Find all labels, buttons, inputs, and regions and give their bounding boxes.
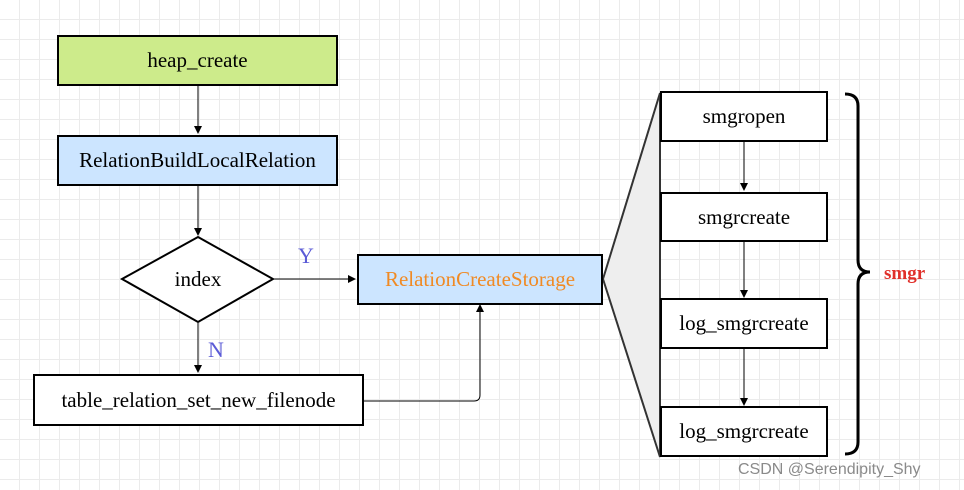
heap-create-label: heap_create (147, 48, 248, 72)
smgrcreate-label: smgrcreate (697, 204, 791, 229)
heap-create-node: heap_create (57, 35, 338, 86)
edge-filenode-to-storage (364, 304, 484, 402)
relation-build-local-relation-label: RelationBuildLocalRelation (79, 148, 316, 172)
log-smgrcreate-label-2: log_smgrcreate (679, 419, 809, 443)
relation-build-local-relation-node: RelationBuildLocalRelation (57, 135, 338, 186)
index-decision-label: index (148, 264, 248, 294)
log-smgrcreate-node-1: log_smgrcreate (660, 298, 828, 349)
expansion-wedge (601, 92, 661, 458)
relation-create-storage-label: RelationCreateStorage (384, 267, 576, 291)
smgropen-label: smgropen (702, 104, 786, 128)
yes-edge-label: Y (298, 243, 314, 268)
log-smgrcreate-node-2: log_smgrcreate (660, 406, 828, 457)
watermark: CSDN @Serendipity_Shy (738, 461, 921, 478)
smgrcreate-node: smgrcreate (660, 192, 828, 242)
index-decision-diamond (119, 235, 276, 324)
relation-create-storage-node: RelationCreateStorage (357, 254, 603, 305)
log-smgrcreate-label-1: log_smgrcreate (679, 311, 809, 335)
smgr-group-label: smgr (884, 263, 926, 284)
smgropen-node: smgropen (660, 91, 828, 142)
table-relation-set-new-filenode-node: table_relation_set_new_filenode (33, 374, 364, 426)
no-edge-label: N (208, 337, 224, 362)
table-relation-set-new-filenode-label: table_relation_set_new_filenode (61, 387, 336, 412)
index-text: index (174, 266, 222, 291)
smgr-group-brace (844, 92, 871, 456)
